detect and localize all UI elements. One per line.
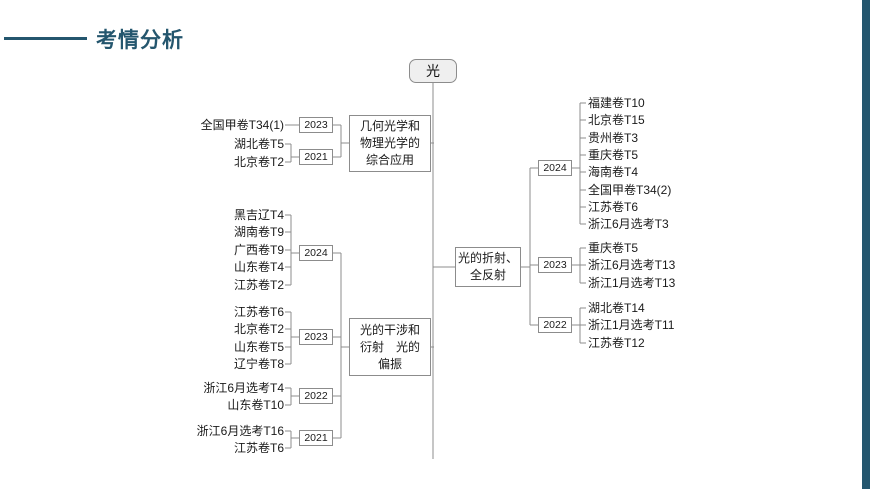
exam-item: 浙江6月选考T13 [588, 258, 676, 272]
branch-box-refraction-total-reflection: 光的折射、 全反射 [455, 247, 521, 287]
exam-item: 北京卷T2 [233, 155, 284, 169]
year-box: 2022 [538, 317, 572, 333]
exam-item: 江苏卷T12 [588, 336, 645, 350]
exam-item: 广西卷T9 [233, 243, 284, 257]
branch-label-line: 物理光学的 [359, 136, 420, 150]
year-box: 2021 [299, 430, 333, 446]
exam-item: 福建卷T10 [588, 96, 645, 110]
exam-item: 北京卷T15 [588, 113, 645, 127]
exam-item: 浙江6月选考T4 [203, 381, 284, 395]
exam-item: 辽宁卷T8 [233, 357, 284, 371]
branch-box-interference-diffraction-polarization: 光的干涉和 衍射 光的 偏振 [349, 318, 431, 376]
exam-item: 山东卷T10 [227, 398, 284, 412]
year-box: 2023 [299, 117, 333, 133]
branch-label-line: 几何光学和 [359, 119, 420, 133]
page-title: 考情分析 [96, 29, 184, 52]
branch-label-line: 综合应用 [365, 153, 414, 167]
branch-label-line: 衍射 光的 [359, 339, 420, 354]
exam-item: 北京卷T2 [233, 322, 284, 336]
branch-label-line: 全反射 [469, 268, 506, 282]
exam-item: 全国甲卷T34(1) [200, 118, 284, 132]
header-rule [4, 37, 87, 40]
year-box: 2021 [299, 149, 333, 165]
year-box: 2022 [299, 388, 333, 404]
left-bottom-branch-lines [285, 214, 434, 449]
exam-item: 山东卷T5 [233, 340, 284, 354]
exam-item: 海南卷T4 [588, 165, 639, 179]
exam-item: 浙江6月选考T3 [588, 217, 669, 231]
branch-label-line: 光的折射、 [457, 251, 518, 265]
root-node-light: 光 [409, 59, 457, 83]
year-box: 2023 [538, 257, 572, 273]
exam-item: 重庆卷T5 [588, 241, 639, 255]
branch-label-line: 光的干涉和 [359, 322, 420, 337]
left-top-branch-lines [285, 124, 434, 163]
year-box: 2024 [299, 245, 333, 261]
exam-item: 全国甲卷T34(2) [588, 183, 672, 197]
exam-item: 湖南卷T9 [233, 225, 284, 239]
branch-box-geometric-and-physical-optics: 几何光学和 物理光学的 综合应用 [349, 115, 431, 172]
exam-item: 江苏卷T6 [588, 200, 639, 214]
exam-item: 江苏卷T2 [233, 278, 284, 292]
year-box: 2024 [538, 160, 572, 176]
exam-item: 浙江1月选考T11 [588, 318, 675, 332]
exam-item: 重庆卷T5 [588, 148, 639, 162]
exam-item: 浙江1月选考T13 [588, 276, 676, 290]
exam-item: 江苏卷T6 [233, 441, 284, 455]
exam-item: 贵州卷T3 [588, 131, 639, 145]
exam-item: 江苏卷T6 [233, 305, 284, 319]
branch-label-line: 偏振 [377, 356, 402, 371]
exam-item: 黑吉辽T4 [233, 208, 284, 222]
exam-item: 湖北卷T14 [588, 301, 645, 315]
right-branch-lines [433, 102, 586, 344]
right-edge-bar [862, 0, 870, 489]
exam-item: 湖北卷T5 [233, 137, 284, 151]
exam-item: 浙江6月选考T16 [196, 424, 284, 438]
year-box: 2023 [299, 329, 333, 345]
exam-item: 山东卷T4 [233, 260, 284, 274]
